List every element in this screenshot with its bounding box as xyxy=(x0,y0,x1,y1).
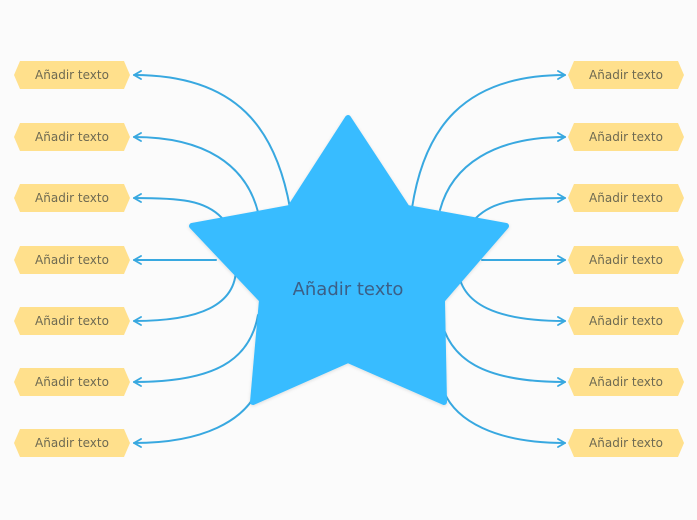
connector-right-2 xyxy=(439,132,566,211)
topic-node-label: Añadir texto xyxy=(589,375,663,389)
topic-node-shape[interactable] xyxy=(14,61,130,89)
connector-right-5 xyxy=(457,267,566,326)
topic-node-label: Añadir texto xyxy=(35,253,109,267)
topic-node-shape[interactable] xyxy=(14,246,130,274)
connector-right-3 xyxy=(475,193,566,219)
topic-node-shape[interactable] xyxy=(14,429,130,457)
topic-node-shape[interactable] xyxy=(568,368,684,396)
topic-node-shape[interactable] xyxy=(14,307,130,335)
central-star-node[interactable]: Añadir texto xyxy=(189,115,509,405)
connector-left-6 xyxy=(133,314,259,387)
topic-node-left-1[interactable]: Añadir texto xyxy=(14,61,130,89)
topic-node-label: Añadir texto xyxy=(35,191,109,205)
connector-right-1 xyxy=(411,70,566,209)
topic-node-label: Añadir texto xyxy=(589,68,663,82)
topic-node-left-4[interactable]: Añadir texto xyxy=(14,246,130,274)
connector-left-7 xyxy=(133,389,259,448)
topic-node-left-2[interactable]: Añadir texto xyxy=(14,123,130,151)
topic-node-shape[interactable] xyxy=(14,368,130,396)
topic-node-right-3[interactable]: Añadir texto xyxy=(568,184,684,212)
topic-node-label: Añadir texto xyxy=(589,253,663,267)
topic-node-label: Añadir texto xyxy=(589,314,663,328)
topic-node-shape[interactable] xyxy=(568,307,684,335)
topic-node-label: Añadir texto xyxy=(35,436,109,450)
topic-node-shape[interactable] xyxy=(568,123,684,151)
topic-node-right-6[interactable]: Añadir texto xyxy=(568,368,684,396)
topic-node-shape[interactable] xyxy=(568,61,684,89)
topic-node-label: Añadir texto xyxy=(589,191,663,205)
topic-node-right-7[interactable]: Añadir texto xyxy=(568,429,684,457)
connector-right-6 xyxy=(439,314,566,387)
star-shape[interactable] xyxy=(189,115,509,405)
topic-node-label: Añadir texto xyxy=(35,375,109,389)
connector-left-1 xyxy=(133,70,291,209)
topic-node-shape[interactable] xyxy=(568,184,684,212)
connector-right-7 xyxy=(443,391,566,448)
topic-node-label: Añadir texto xyxy=(589,436,663,450)
topic-node-label: Añadir texto xyxy=(35,130,109,144)
topic-node-right-2[interactable]: Añadir texto xyxy=(568,123,684,151)
topic-node-label: Añadir texto xyxy=(589,130,663,144)
topic-node-label: Añadir texto xyxy=(35,314,109,328)
topic-node-right-4[interactable]: Añadir texto xyxy=(568,246,684,274)
topic-node-shape[interactable] xyxy=(14,123,130,151)
connector-left-2 xyxy=(133,132,259,213)
topic-node-label: Añadir texto xyxy=(35,68,109,82)
central-node-label: Añadir texto xyxy=(293,279,404,300)
topic-node-left-6[interactable]: Añadir texto xyxy=(14,368,130,396)
topic-node-shape[interactable] xyxy=(568,246,684,274)
topic-node-left-7[interactable]: Añadir texto xyxy=(14,429,130,457)
topic-node-shape[interactable] xyxy=(568,429,684,457)
topic-node-left-5[interactable]: Añadir texto xyxy=(14,307,130,335)
connector-left-3 xyxy=(133,193,223,219)
topic-node-left-3[interactable]: Añadir texto xyxy=(14,184,130,212)
topic-node-right-5[interactable]: Añadir texto xyxy=(568,307,684,335)
topic-node-right-1[interactable]: Añadir texto xyxy=(568,61,684,89)
topic-node-shape[interactable] xyxy=(14,184,130,212)
connector-left-5 xyxy=(133,267,237,326)
